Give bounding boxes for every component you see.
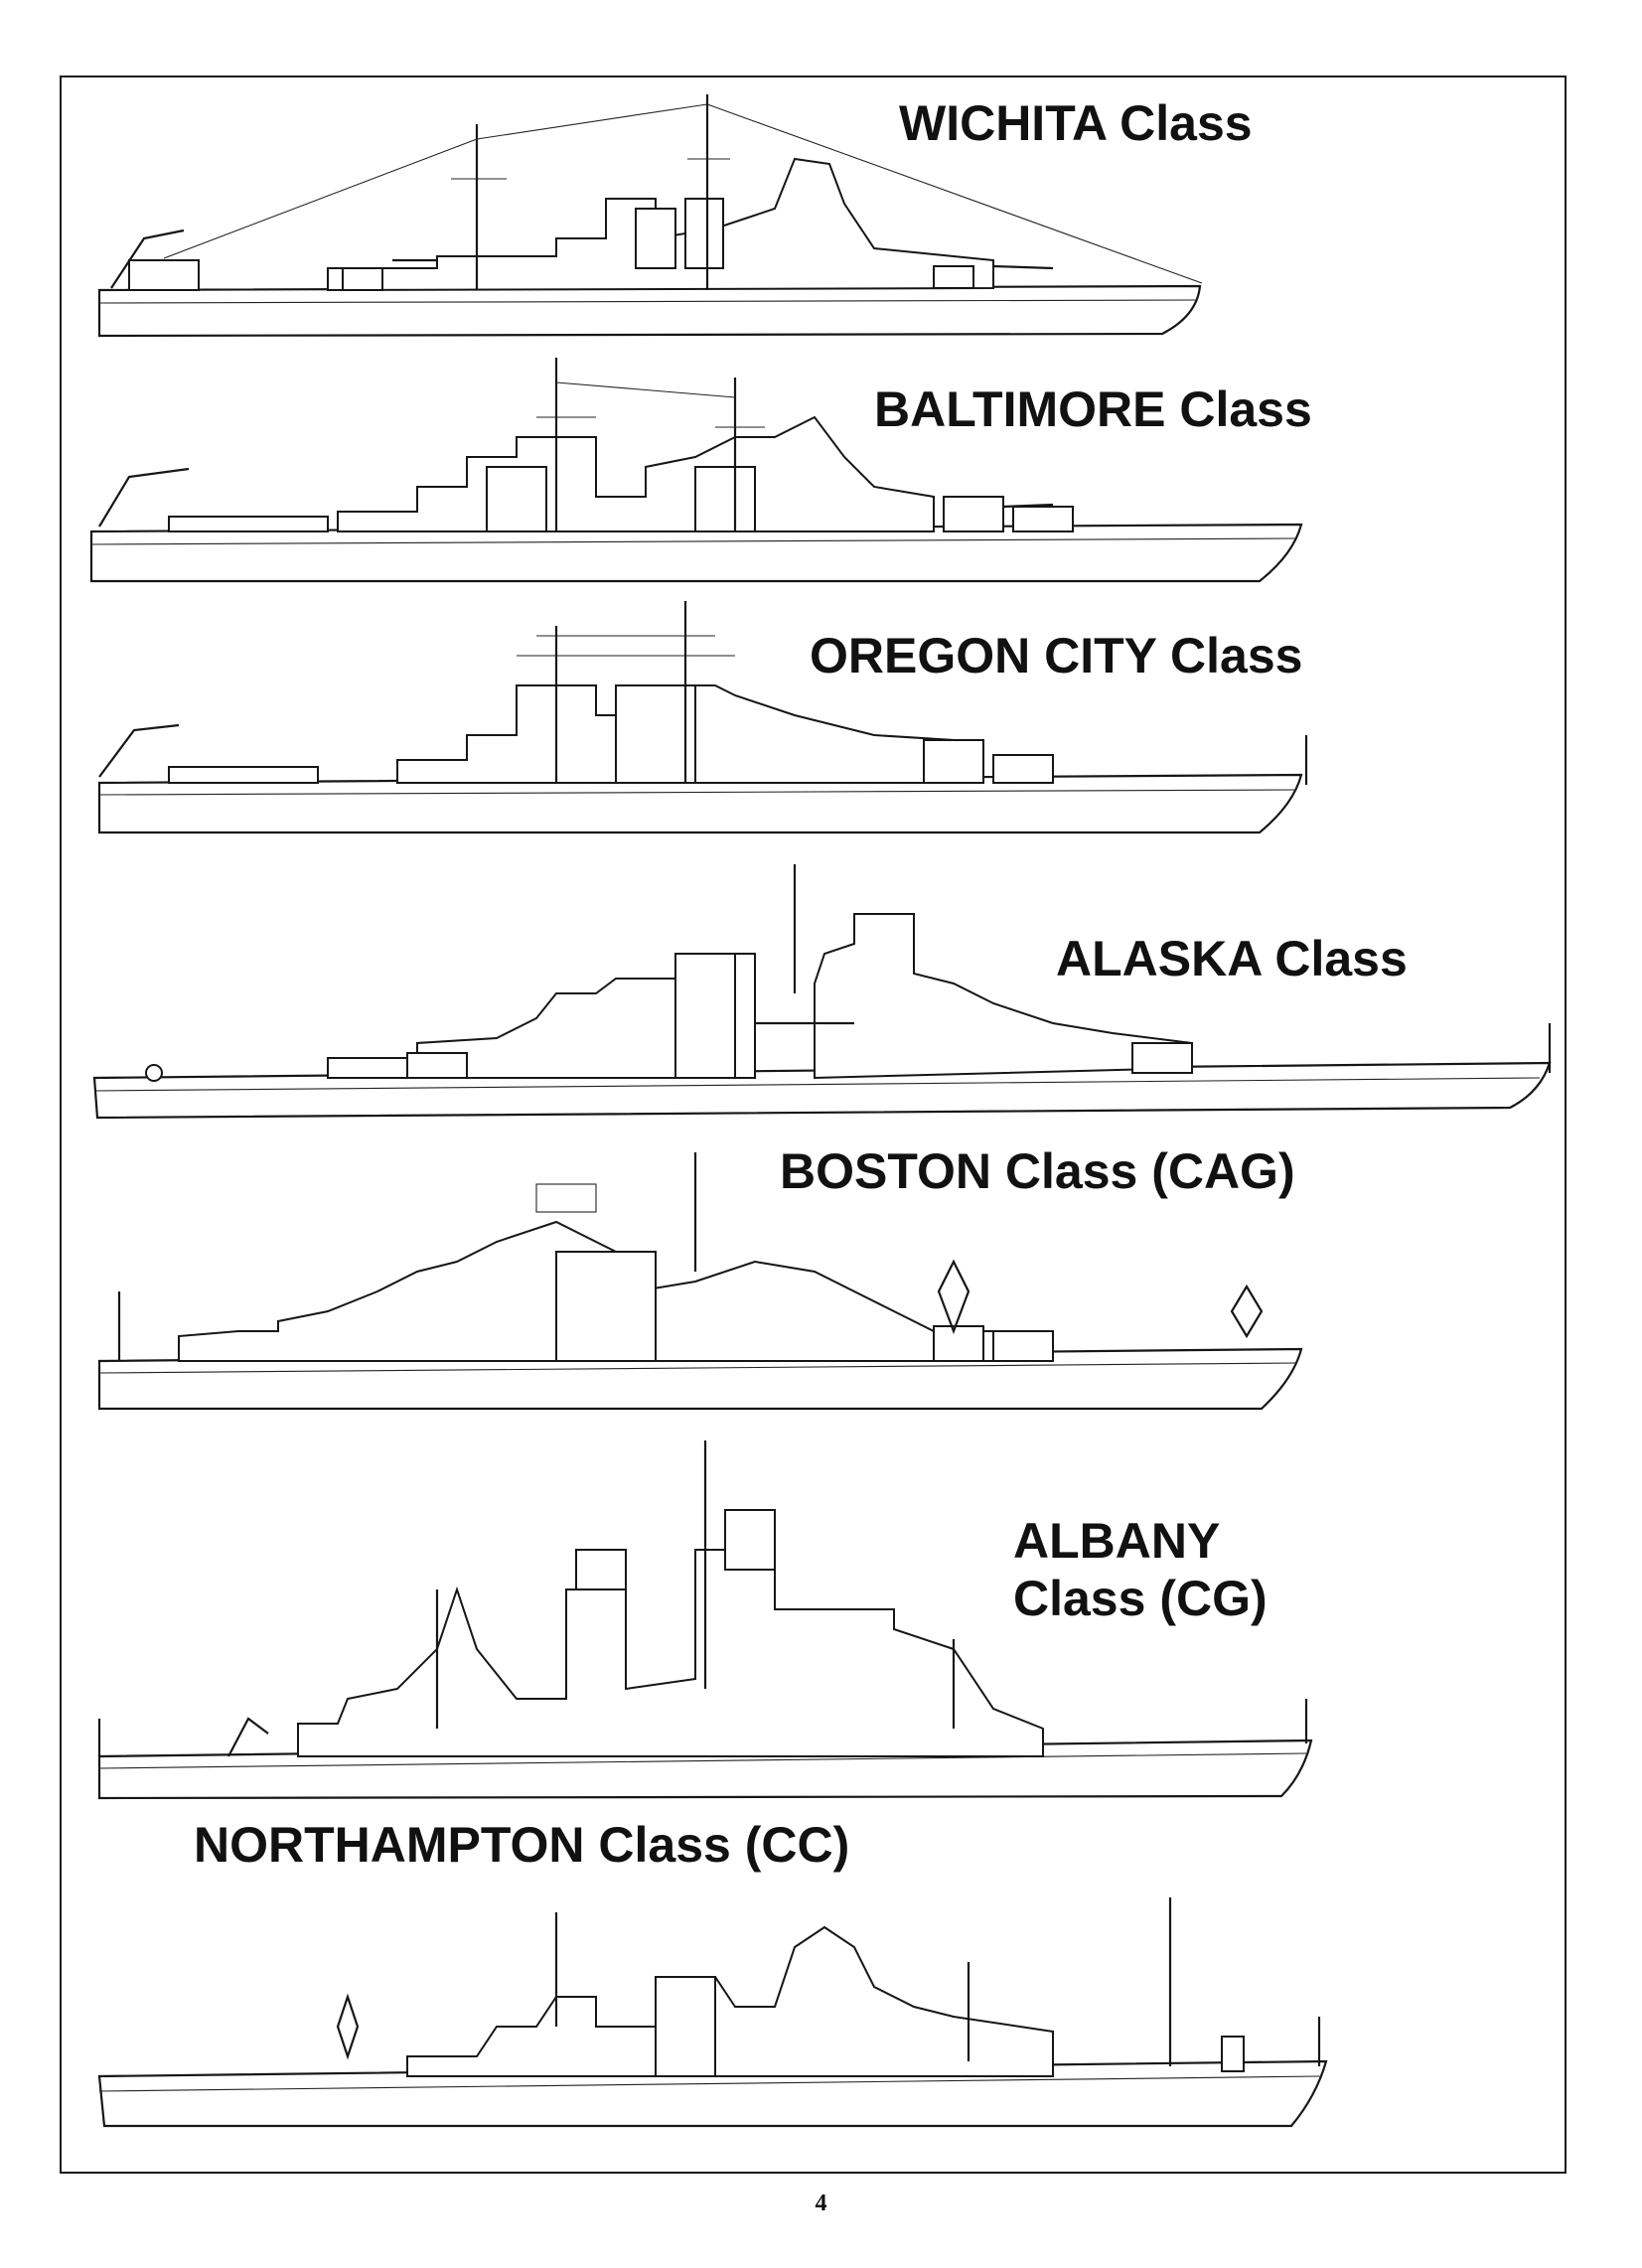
ship-label-albany-line1: ALBANY (1013, 1513, 1221, 1569)
page-number: 4 (815, 2191, 827, 2216)
wichita-silhouette (97, 94, 1203, 338)
albany-silhouette (97, 1440, 1313, 1800)
ship-label-oregon-city: OREGON CITY Class (810, 628, 1303, 683)
oregon-city-silhouette (97, 601, 1308, 834)
ship-label-albany-line2: Class (CG) (1013, 1570, 1268, 1626)
ship-label-alaska: ALASKA Class (1056, 931, 1408, 986)
baltimore-silhouette (89, 358, 1303, 583)
ship-label-northampton: NORTHAMPTON Class (CC) (194, 1817, 850, 1873)
boston-silhouette (97, 1152, 1303, 1411)
ship-label-baltimore: BALTIMORE Class (874, 381, 1312, 437)
northampton-silhouette (97, 1897, 1328, 2128)
ship-label-wichita: WICHITA Class (899, 95, 1253, 151)
ship-label-boston: BOSTON Class (CAG) (780, 1143, 1295, 1199)
ship-label-albany: ALBANY Class (CG) (1013, 1513, 1311, 1627)
alaska-silhouette (92, 864, 1552, 1120)
